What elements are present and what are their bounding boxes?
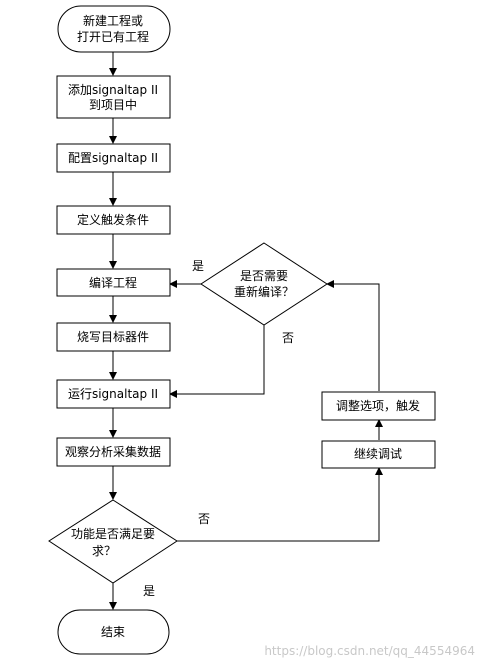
node-run-signaltap bbox=[56, 379, 171, 409]
watermark: https://blog.csdn.net/qq_44554964 bbox=[264, 644, 475, 658]
recompile-q-label-1: 是否需要 bbox=[240, 269, 288, 283]
define-trigger-label: 定义触发条件 bbox=[77, 212, 149, 227]
continue-debug-label: 继续调试 bbox=[354, 446, 402, 461]
add-signaltap-label-2: 到项目中 bbox=[89, 97, 137, 112]
node-recompile-q bbox=[200, 242, 328, 326]
edge-labels: 是 否 否 是 bbox=[143, 259, 294, 598]
function-ok-label-1: 功能是否满足要 bbox=[71, 527, 155, 541]
program-device-label: 烧写目标器件 bbox=[77, 330, 149, 344]
node-compile bbox=[56, 268, 171, 297]
function-ok-label-2: 求？ bbox=[92, 544, 116, 558]
end-label: 结束 bbox=[101, 625, 125, 639]
recompile-no-label: 否 bbox=[282, 331, 294, 345]
node-function-ok bbox=[48, 499, 178, 584]
function-no-label: 否 bbox=[198, 512, 210, 526]
node-observe-data bbox=[56, 437, 171, 467]
run-signaltap-label: 运行signaltap II bbox=[68, 387, 158, 401]
function-yes-label: 是 bbox=[143, 584, 155, 598]
node-labels: 新建工程或 打开已有工程 添加signaltap II 到项目中 配置signa… bbox=[65, 13, 420, 639]
start-label-1: 新建工程或 bbox=[83, 13, 143, 28]
start-label-2: 打开已有工程 bbox=[77, 29, 149, 44]
config-signaltap-label: 配置signaltap II bbox=[68, 151, 158, 165]
node-end bbox=[57, 609, 170, 655]
adjust-options-label: 调整选项，触发 bbox=[336, 398, 420, 413]
node-start bbox=[57, 5, 171, 53]
nodes bbox=[48, 5, 436, 655]
node-program-device bbox=[56, 322, 171, 352]
edges bbox=[109, 52, 383, 610]
recompile-q-label-2: 重新编译？ bbox=[234, 284, 294, 299]
edge-adjust-to-recompile bbox=[326, 280, 380, 391]
add-signaltap-label-1: 添加signaltap II bbox=[68, 83, 158, 97]
node-add-signaltap bbox=[56, 75, 171, 119]
observe-data-label: 观察分析采集数据 bbox=[65, 444, 161, 459]
edge-function-no-to-continue bbox=[177, 467, 383, 542]
node-adjust-options bbox=[321, 391, 436, 421]
node-config-signaltap bbox=[56, 143, 171, 173]
node-define-trigger bbox=[56, 205, 171, 235]
compile-label: 编译工程 bbox=[89, 275, 137, 290]
recompile-yes-label: 是 bbox=[192, 259, 204, 273]
edge-recompile-no-to-run bbox=[169, 325, 265, 398]
node-continue-debug bbox=[321, 440, 436, 469]
